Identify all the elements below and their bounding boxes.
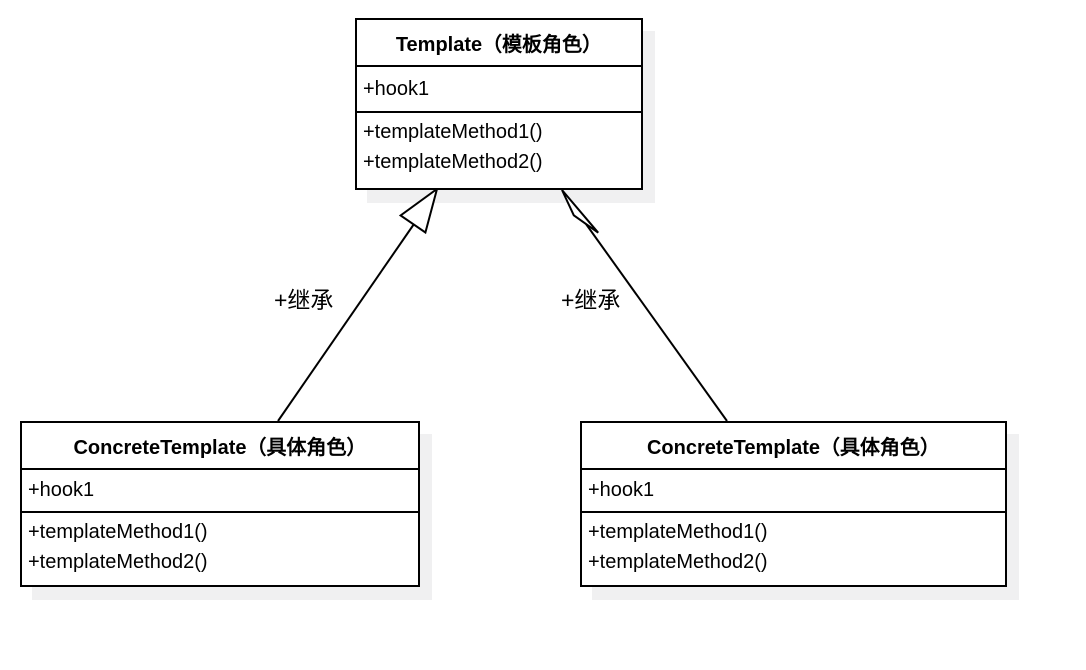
method-item: +templateMethod1(): [363, 121, 543, 143]
attribute-item: +hook1: [28, 479, 95, 501]
method-item: +templateMethod2(): [588, 551, 768, 573]
attribute-item: +hook1: [588, 479, 655, 501]
class-title: ConcreteTemplate（具体角色）: [582, 423, 1005, 470]
attribute-item: +hook1: [363, 77, 430, 100]
inheritance-label-right: +继承: [561, 287, 621, 313]
method-item: +templateMethod2(): [28, 551, 208, 573]
class-methods-section: +templateMethod1() +templateMethod2(): [582, 513, 1005, 585]
class-box-concrete-template-left: ConcreteTemplate（具体角色） +hook1 +templateM…: [20, 421, 420, 587]
method-item: +templateMethod1(): [588, 521, 768, 543]
class-methods-section: +templateMethod1() +templateMethod2(): [357, 113, 641, 188]
inheritance-label-left: +继承: [274, 287, 334, 313]
class-title: ConcreteTemplate（具体角色）: [22, 423, 418, 470]
generalization-arrow-left: [277, 186, 439, 422]
generalization-arrow-right: [561, 189, 728, 422]
hollow-triangle-arrowhead-left: [398, 186, 439, 235]
class-attributes-section: +hook1: [357, 67, 641, 113]
class-attributes-section: +hook1: [22, 470, 418, 513]
class-methods-section: +templateMethod1() +templateMethod2(): [22, 513, 418, 585]
class-attributes-section: +hook1: [582, 470, 1005, 513]
class-box-concrete-template-right: ConcreteTemplate（具体角色） +hook1 +templateM…: [580, 421, 1007, 587]
method-item: +templateMethod1(): [28, 521, 208, 543]
class-box-template: Template（模板角色） +hook1 +templateMethod1()…: [355, 18, 643, 190]
hollow-triangle-arrowhead-right: [561, 189, 599, 234]
class-title: Template（模板角色）: [357, 20, 641, 67]
method-item: +templateMethod2(): [363, 151, 543, 173]
